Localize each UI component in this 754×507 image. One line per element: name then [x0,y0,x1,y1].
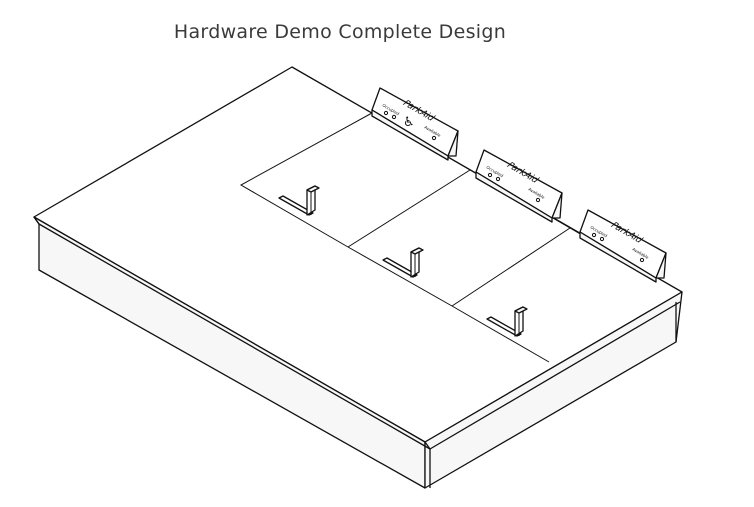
sign-1-wheelchair-icon: ♿ [403,115,415,130]
sensor-spot-1 [278,185,320,216]
sensor-spot-2 [382,247,424,278]
spot-1-outline [239,112,373,248]
parkaid-sign-3: ParkAid Occupied Available [579,209,667,283]
page-title: Hardware Demo Complete Design [173,20,507,43]
spot-2-outline [347,246,453,307]
sensor-spot-3 [486,306,528,337]
spot-3-outline [451,305,550,363]
base-platform [33,66,683,489]
